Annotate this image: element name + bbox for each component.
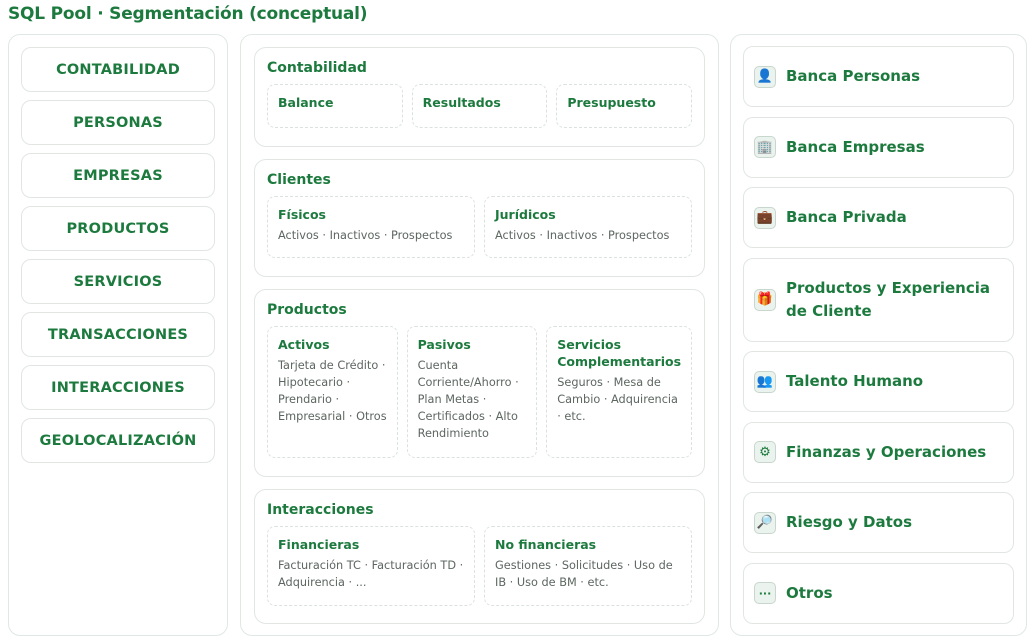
segment-description: Activos · Inactivos · Prospectos [495, 229, 670, 242]
gift-icon: 🎁 [754, 288, 776, 311]
group-clientes: Clientes Físicos Activos · Inactivos · P… [254, 159, 705, 277]
segment-title: Servicios Complementarios [557, 337, 682, 369]
segment-juridicos[interactable]: Jurídicos Activos · Inactivos · Prospect… [484, 196, 692, 258]
segment-title: Activos [278, 337, 330, 352]
segment-description: Facturación TC · Facturación TD · Adquir… [278, 559, 464, 589]
domain-label: Talento Humano [786, 372, 924, 390]
domains-panel: 👤 Banca Personas 🏢 Banca Empresas 💼 Banc… [730, 34, 1027, 636]
ellipsis-icon: ··· [754, 582, 776, 604]
person-icon: 👤 [754, 65, 776, 88]
category-contabilidad[interactable]: CONTABILIDAD [21, 47, 215, 92]
domain-label: Finanzas y Operaciones [786, 442, 987, 461]
group-title: Interacciones [267, 502, 374, 518]
category-transacciones[interactable]: TRANSACCIONES [21, 312, 215, 357]
segment-servicios-complementarios[interactable]: Servicios Complementarios Seguros · Mesa… [546, 326, 692, 458]
segment-financieras[interactable]: Financieras Facturación TC · Facturación… [267, 526, 475, 606]
segment-balance[interactable]: Balance [267, 84, 403, 128]
domain-label: Productos y Experiencia de Cliente [786, 278, 991, 320]
group-title: Productos [267, 302, 347, 318]
briefcase-icon: 💼 [754, 206, 776, 229]
segment-presupuesto[interactable]: Presupuesto [556, 84, 693, 128]
domain-banca-personas[interactable]: 👤 Banca Personas [743, 46, 1014, 107]
segment-title: Financieras [278, 537, 360, 552]
segment-pasivos[interactable]: Pasivos Cuenta Corriente/Ahorro · Plan M… [406, 326, 538, 458]
segment-title: Pasivos [417, 337, 471, 352]
magnifier-icon: 🔎 [754, 511, 776, 534]
group-title: Contabilidad [267, 60, 367, 76]
segment-title: Balance [278, 95, 334, 110]
segment-fisicos[interactable]: Físicos Activos · Inactivos · Prospectos [267, 196, 475, 258]
categories-panel: CONTABILIDAD PERSONAS EMPRESAS PRODUCTOS… [8, 34, 228, 636]
category-servicios[interactable]: SERVICIOS [21, 259, 215, 304]
domain-riesgo-datos[interactable]: 🔎 Riesgo y Datos [743, 492, 1014, 553]
people-icon: 👥 [754, 370, 776, 393]
category-personas[interactable]: PERSONAS [21, 100, 215, 145]
domain-productos-experiencia[interactable]: 🎁 Productos y Experiencia de Cliente [743, 257, 1014, 342]
domain-label: Banca Privada [786, 208, 907, 226]
category-empresas[interactable]: EMPRESAS [21, 153, 215, 198]
segment-description: Gestiones · Solicitudes · Uso de IB · Us… [495, 559, 673, 589]
domain-otros[interactable]: ··· Otros [743, 562, 1014, 624]
group-interacciones: Interacciones Financieras Facturación TC… [254, 489, 705, 624]
segment-description: Cuenta Corriente/Ahorro · Plan Metas · C… [417, 359, 519, 440]
gear-icon: ⚙ [754, 441, 776, 463]
segment-description: Tarjeta de Crédito · Hipotecario · Prend… [278, 359, 387, 423]
domain-label: Banca Personas [786, 67, 920, 85]
segment-title: Resultados [422, 95, 501, 110]
domain-label: Riesgo y Datos [786, 513, 913, 531]
segment-title: Jurídicos [495, 207, 556, 222]
domain-label: Otros [786, 583, 833, 602]
segment-resultados[interactable]: Resultados [411, 84, 548, 128]
domain-label: Banca Empresas [786, 137, 925, 156]
category-interacciones[interactable]: INTERACCIONES [21, 365, 215, 410]
group-contabilidad: Contabilidad Balance Resultados Presupue… [254, 47, 705, 147]
segment-title: Físicos [278, 207, 326, 222]
domain-banca-privada[interactable]: 💼 Banca Privada [743, 187, 1014, 248]
category-productos[interactable]: PRODUCTOS [21, 206, 215, 251]
domain-talento-humano[interactable]: 👥 Talento Humano [743, 351, 1014, 412]
domain-finanzas-operaciones[interactable]: ⚙ Finanzas y Operaciones [743, 421, 1014, 483]
category-geolocalizacion[interactable]: GEOLOCALIZACIÓN [21, 418, 215, 463]
segment-title: Presupuesto [567, 95, 656, 110]
segment-activos[interactable]: Activos Tarjeta de Crédito · Hipotecario… [267, 326, 398, 458]
group-title: Clientes [267, 172, 331, 188]
segment-description: Seguros · Mesa de Cambio · Adquirencia ·… [557, 376, 678, 423]
page-title: SQL Pool · Segmentación (conceptual) [8, 4, 368, 24]
domain-banca-empresas[interactable]: 🏢 Banca Empresas [743, 116, 1014, 178]
segment-description: Activos · Inactivos · Prospectos [278, 229, 453, 242]
group-productos: Productos Activos Tarjeta de Crédito · H… [254, 289, 705, 477]
segment-title: No financieras [495, 537, 597, 552]
segment-no-financieras[interactable]: No financieras Gestiones · Solicitudes ·… [484, 526, 692, 606]
building-icon: 🏢 [754, 136, 776, 158]
segments-panel: Contabilidad Balance Resultados Presupue… [240, 34, 719, 636]
